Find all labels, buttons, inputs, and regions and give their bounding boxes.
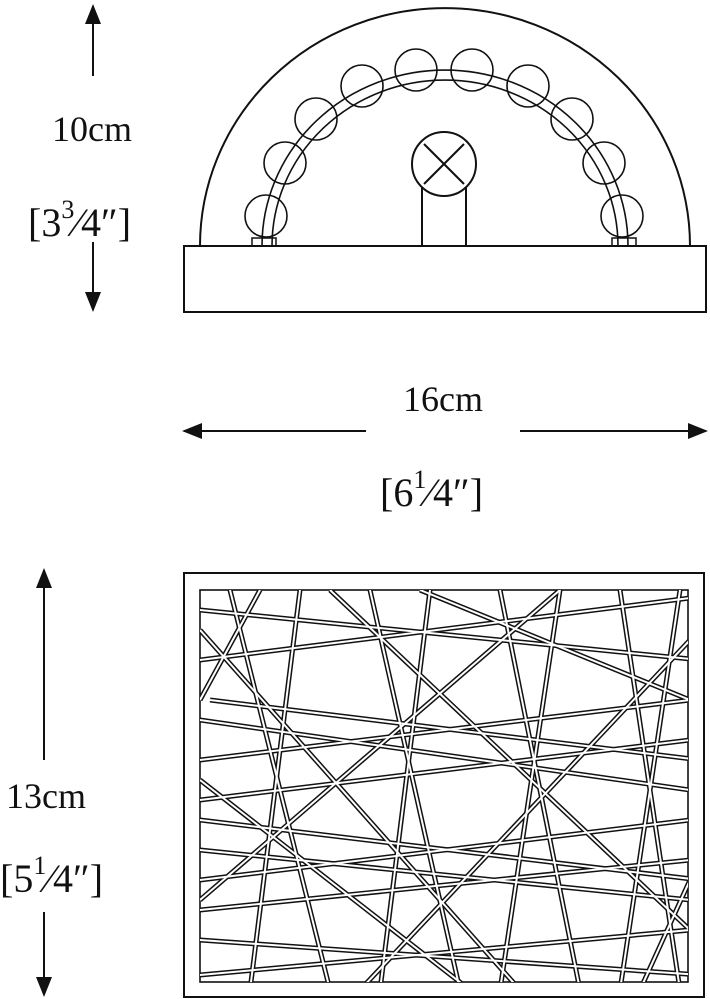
width-inch-mark: ″ bbox=[453, 470, 470, 515]
nest-pattern-gaps bbox=[200, 590, 688, 982]
width-numerator: 1 bbox=[413, 465, 426, 494]
bracket-close: ] bbox=[90, 856, 103, 901]
bead bbox=[506, 64, 550, 108]
bead bbox=[600, 194, 644, 238]
width-denominator: 4 bbox=[433, 470, 453, 515]
bead bbox=[582, 141, 626, 185]
height-denominator: 4 bbox=[81, 200, 101, 245]
width-imperial-label: [61⁄4″] bbox=[380, 465, 483, 515]
height-imperial-label: [33⁄4″] bbox=[28, 195, 131, 245]
depth-metric-label: 13cm bbox=[6, 776, 86, 816]
top-view bbox=[183, 572, 705, 998]
bracket-open: [ bbox=[28, 200, 41, 245]
beads bbox=[244, 48, 644, 238]
bulb-cross-b bbox=[423, 143, 465, 185]
bead bbox=[340, 64, 384, 108]
bead bbox=[294, 97, 338, 141]
bead bbox=[244, 194, 288, 238]
panel-inner-frame bbox=[199, 589, 689, 983]
bracket-open: [ bbox=[0, 856, 13, 901]
depth-inch-mark: ″ bbox=[73, 856, 90, 901]
ring-foot-right bbox=[611, 237, 637, 247]
depth-whole: 5 bbox=[13, 856, 33, 901]
bead bbox=[450, 48, 494, 92]
bracket-open: [ bbox=[380, 470, 393, 515]
bead-ring-outer bbox=[261, 69, 629, 247]
bead-ring-inner bbox=[271, 79, 619, 247]
lamp-base bbox=[183, 245, 707, 313]
width-metric-label: 16cm bbox=[403, 379, 483, 419]
ring-foot-left bbox=[251, 237, 277, 247]
panel-outer-frame bbox=[183, 572, 705, 998]
bead bbox=[550, 97, 594, 141]
depth-imperial-label: [51⁄4″] bbox=[0, 851, 103, 901]
height-numerator: 3 bbox=[61, 195, 74, 224]
height-metric-label: 10cm bbox=[52, 109, 132, 149]
height-inch-mark: ″ bbox=[101, 200, 118, 245]
height-whole: 3 bbox=[41, 200, 61, 245]
front-view bbox=[183, 7, 707, 313]
width-whole: 6 bbox=[393, 470, 413, 515]
bead bbox=[263, 141, 307, 185]
bracket-close: ] bbox=[118, 200, 131, 245]
lamp-dome-outline bbox=[199, 7, 691, 247]
depth-numerator: 1 bbox=[33, 851, 46, 880]
bead bbox=[394, 48, 438, 92]
depth-denominator: 4 bbox=[53, 856, 73, 901]
bracket-close: ] bbox=[470, 470, 483, 515]
